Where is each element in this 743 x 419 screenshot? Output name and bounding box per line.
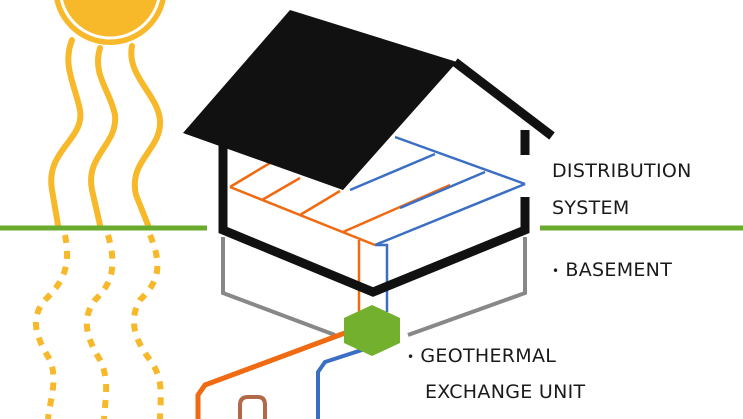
- basement-outline-right: [407, 237, 527, 337]
- geothermal-label-line1: • GEOTHERMAL: [407, 345, 556, 367]
- geothermal-text: GEOTHERMAL: [420, 345, 557, 367]
- underground-heat: [33, 233, 164, 419]
- distribution-cold-pipes: [349, 135, 526, 312]
- basement-label: • BASEMENT: [552, 259, 672, 281]
- bullet: •: [552, 263, 560, 278]
- distribution-hot-pipes: [229, 161, 451, 318]
- sun-icon: [54, 0, 166, 45]
- basement-text: BASEMENT: [565, 259, 673, 281]
- basement-outline: [221, 237, 336, 337]
- geothermal-label-line2: EXCHANGE UNIT: [425, 381, 586, 403]
- ground-loop-hot-pipe: [195, 330, 346, 419]
- ground-loop-cold-pipe: [316, 346, 369, 419]
- ground-loop-coil: [238, 395, 267, 419]
- distribution-label-line1: DISTRIBUTION: [552, 160, 692, 182]
- roof: [183, 10, 457, 190]
- house-outline: [218, 58, 555, 297]
- bullet: •: [407, 349, 415, 364]
- sun-rays: [48, 37, 164, 228]
- geothermal-exchange-unit-icon: [344, 305, 400, 356]
- distribution-label-line2: SYSTEM: [552, 197, 630, 219]
